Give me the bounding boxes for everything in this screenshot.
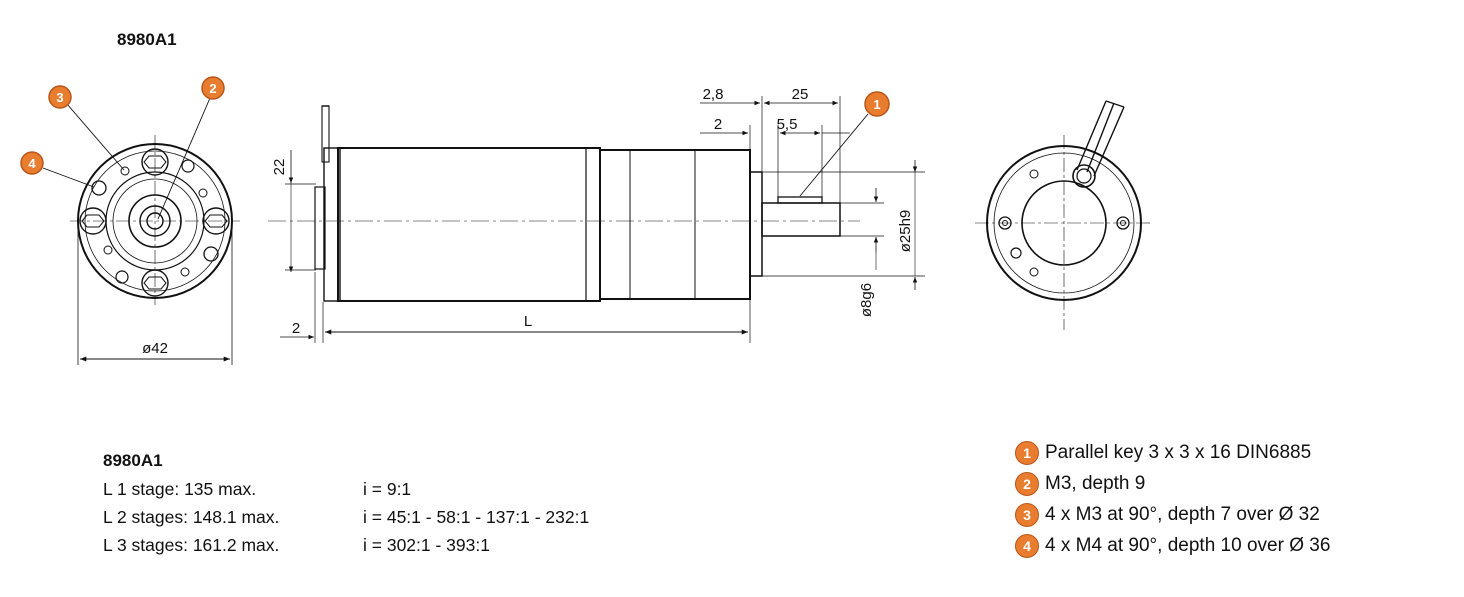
legend-badge: 3	[1015, 502, 1039, 527]
legend-badge: 1	[1015, 440, 1039, 465]
dim-2-left: 2	[292, 320, 300, 337]
callout-legend: 1 Parallel key 3 x 3 x 16 DIN6885 2 M3, …	[1015, 437, 1330, 561]
legend-item: 4 4 x M4 at 90°, depth 10 over Ø 36	[1015, 530, 1330, 561]
callout-badge-1: 1	[864, 91, 890, 117]
dim-2: 2	[714, 116, 722, 133]
svg-text:2: 2	[209, 81, 216, 96]
dim-diameter-8g6: ø8g6	[858, 283, 875, 317]
legend-badge: 2	[1015, 471, 1039, 496]
spec-row: L 3 stages: 161.2 max. i = 302:1 - 393:1	[103, 531, 683, 559]
callout-badge-4: 4	[20, 151, 44, 175]
svg-text:4: 4	[28, 156, 36, 171]
spec-length: L 1 stage: 135 max.	[103, 478, 257, 499]
dim-diameter-25h9: ø25h9	[897, 210, 914, 253]
dim-L: L	[524, 313, 532, 330]
spec-length: L 2 stages: 148.1 max.	[103, 506, 280, 527]
legend-badge: 4	[1015, 533, 1039, 558]
dim-2-8: 2,8	[703, 86, 724, 103]
spec-ratio: i = 45:1 - 58:1 - 137:1 - 232:1	[363, 506, 590, 527]
spec-row: L 2 stages: 148.1 max. i = 45:1 - 58:1 -…	[103, 503, 683, 531]
drawing-title: 8980A1	[117, 30, 177, 49]
dim-25: 25	[792, 86, 809, 103]
dim-22: 22	[271, 159, 288, 176]
svg-text:1: 1	[873, 97, 880, 112]
specs-title: 8980A1	[103, 451, 163, 470]
dim-diameter-42: ø42	[142, 340, 168, 357]
legend-text: M3, depth 9	[1045, 472, 1146, 494]
legend-item: 2 M3, depth 9	[1015, 468, 1330, 499]
front-view	[42, 97, 240, 365]
legend-text: 4 x M4 at 90°, depth 10 over Ø 36	[1045, 534, 1331, 556]
spec-ratio: i = 302:1 - 393:1	[363, 534, 490, 555]
stage-specs: 8980A1 L 1 stage: 135 max. i = 9:1 L 2 s…	[103, 451, 683, 559]
callout-badge-2: 2	[201, 76, 225, 100]
spec-ratio: i = 9:1	[363, 478, 412, 499]
side-view	[268, 96, 925, 343]
legend-item: 3 4 x M3 at 90°, depth 7 over Ø 32	[1015, 499, 1330, 530]
legend-text: Parallel key 3 x 3 x 16 DIN6885	[1045, 441, 1312, 463]
legend-text: 4 x M3 at 90°, depth 7 over Ø 32	[1045, 503, 1320, 525]
rear-view	[975, 100, 1150, 330]
legend-item: 1 Parallel key 3 x 3 x 16 DIN6885	[1015, 437, 1330, 468]
svg-text:3: 3	[56, 90, 63, 105]
dim-5-5: 5,5	[777, 116, 798, 133]
callout-badge-3: 3	[48, 85, 72, 109]
spec-row: L 1 stage: 135 max. i = 9:1	[103, 475, 683, 503]
spec-length: L 3 stages: 161.2 max.	[103, 534, 280, 555]
